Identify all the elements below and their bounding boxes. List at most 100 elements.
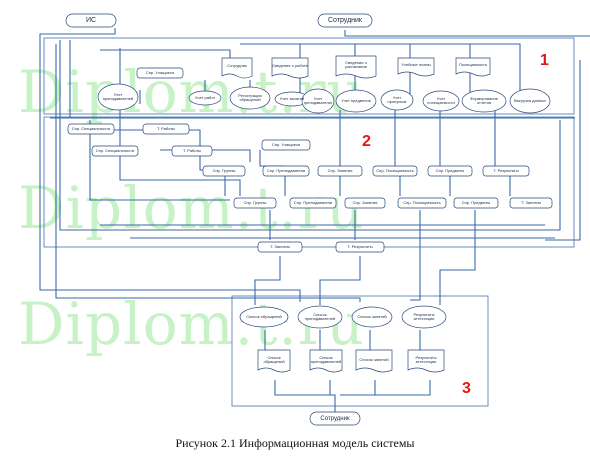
r2-label-6: Т. Занятия bbox=[521, 199, 541, 205]
s3-doc-2: Список преподавателей bbox=[310, 354, 342, 364]
r1-label-2: Спр. Преподаватели bbox=[266, 167, 306, 173]
s1-process-6: Учет пропусков bbox=[387, 94, 407, 104]
cyl-s1-f-label: Спр. Учащиеся bbox=[271, 141, 301, 147]
s1-process-8-shape bbox=[509, 88, 551, 114]
cyl-s1-d bbox=[91, 145, 139, 157]
cyl-r2-5 bbox=[453, 197, 499, 209]
r1-label-4: Спр. Посещаемость bbox=[376, 167, 414, 173]
s3-doc-2-shape bbox=[309, 349, 343, 373]
top-doc-2: Сведения о работе bbox=[272, 62, 308, 68]
s3-doc-3-shape bbox=[355, 349, 393, 373]
s1-process-5-shape bbox=[335, 89, 377, 113]
s3-process-1-shape bbox=[239, 306, 289, 328]
top-doc-5-shape bbox=[455, 57, 491, 77]
cyl-r1-1 bbox=[202, 165, 246, 177]
s1-process-2: Учет преподавателей bbox=[304, 95, 332, 105]
s3-process-3-shape bbox=[351, 306, 393, 328]
r3-label-2: Т. Результаты bbox=[347, 243, 373, 249]
section-3-frame bbox=[231, 295, 489, 407]
top-doc-4: Учебные планы bbox=[401, 61, 431, 67]
cyl-s1-e-label: Т. Работы bbox=[182, 147, 202, 153]
section-number-3: 3 bbox=[462, 380, 471, 397]
s3-process-2: Список преподавателей bbox=[304, 311, 336, 321]
r2-label-5: Спр. Предметы bbox=[461, 199, 491, 205]
r2-label-4: Спр. Посещаемость bbox=[403, 199, 441, 205]
cyl-s1-b-label: Спр. Специальности bbox=[71, 125, 111, 131]
r2-label-2: Спр. Преподаватели bbox=[293, 199, 333, 205]
figure-caption: Рисунок 2.1 Информационная модель систем… bbox=[175, 436, 415, 450]
terminator-is: ИС bbox=[85, 17, 97, 24]
terminator-employee-top-shape bbox=[317, 13, 373, 28]
s1-process-5: Учет предметов bbox=[341, 97, 371, 103]
s1-process-1: Учет преподавателей bbox=[102, 91, 134, 101]
r1-label-6: Т. Результаты bbox=[493, 167, 519, 173]
s1-process-9-shape bbox=[188, 90, 222, 106]
top-doc-2-shape bbox=[271, 57, 309, 79]
r3-label-1: Т. Занятия bbox=[270, 243, 290, 249]
cyl-r2-2 bbox=[289, 197, 337, 209]
s3-doc-3: Список занятий bbox=[359, 356, 389, 362]
r2-label-1: Спр. Группы bbox=[243, 199, 267, 205]
s1-process-7-shape bbox=[461, 89, 507, 113]
cyl-r3-2 bbox=[335, 241, 385, 253]
r1-label-5: Спр. Предметы bbox=[435, 167, 465, 173]
s1-process-7: Формирование отчетов bbox=[470, 95, 498, 105]
cyl-r1-2 bbox=[262, 165, 310, 177]
cyl-s1-a-label: Спр. Учащиеся bbox=[145, 69, 175, 75]
s3-doc-1-shape bbox=[257, 349, 291, 373]
s3-process-2-shape bbox=[297, 305, 343, 329]
cyl-s1-a bbox=[136, 67, 184, 79]
section-1-frame bbox=[43, 37, 575, 115]
cyl-r1-6 bbox=[482, 165, 530, 177]
r2-label-3: Спр. Занятия bbox=[352, 199, 378, 205]
s1-process-3-shape bbox=[229, 86, 271, 110]
cyl-s1-e bbox=[171, 145, 213, 157]
s1-process-9: Учет работ bbox=[194, 95, 216, 101]
s3-doc-4: Результаты аттестации bbox=[415, 354, 437, 364]
cyl-r2-1 bbox=[233, 197, 277, 209]
top-doc-5: Посещаемость bbox=[459, 61, 487, 67]
s1-process-3: Регистрация обращений bbox=[238, 92, 262, 102]
cyl-r1-5 bbox=[427, 165, 473, 177]
s1-process-4: Учет занятий bbox=[279, 96, 305, 102]
s1-process-2-shape bbox=[301, 88, 335, 114]
section-number-2: 2 bbox=[362, 133, 371, 150]
top-doc-1: Сотрудник bbox=[227, 62, 247, 68]
terminator-is-shape bbox=[65, 13, 117, 28]
s3-process-4: Результаты аттестации bbox=[413, 311, 435, 321]
s3-doc-4-shape bbox=[407, 349, 445, 373]
s3-doc-1: Список обращений bbox=[263, 354, 285, 364]
s1-process-5b: Учет посещаемости bbox=[427, 95, 455, 105]
cyl-r1-4 bbox=[372, 165, 418, 177]
top-doc-4-shape bbox=[397, 57, 435, 77]
terminator-employee-top: Сотрудник bbox=[327, 17, 362, 24]
s1-process-8: Выгрузка данных bbox=[513, 97, 547, 103]
cyl-s1-c-label: Т. Работы bbox=[156, 125, 176, 131]
s1-process-1-shape bbox=[97, 83, 139, 111]
s3-process-4-shape bbox=[401, 305, 447, 329]
terminator-employee-bottom: Сотрудник bbox=[320, 415, 350, 422]
section-number-1: 1 bbox=[540, 52, 549, 69]
cyl-s1-c bbox=[142, 123, 190, 135]
cyl-r2-6 bbox=[509, 197, 553, 209]
cyl-s1-d-label: Спр. Специальности bbox=[95, 147, 135, 153]
cyl-s1-f bbox=[261, 139, 311, 151]
cyl-r2-3 bbox=[344, 197, 386, 209]
s3-process-1: Список обращений bbox=[246, 313, 282, 319]
terminator-employee-bottom-shape bbox=[309, 411, 361, 426]
cyl-r1-3 bbox=[317, 165, 363, 177]
section-2-frame bbox=[43, 116, 575, 248]
cyl-r3-1 bbox=[257, 241, 303, 253]
s1-process-5b-shape bbox=[422, 90, 460, 112]
r1-label-1: Спр. Группы bbox=[212, 167, 236, 173]
cyl-r2-4 bbox=[397, 197, 447, 209]
top-doc-3-shape bbox=[335, 55, 377, 79]
r1-label-3: Спр. Занятия bbox=[327, 167, 353, 173]
top-doc-3: Сведения о расписании bbox=[345, 59, 367, 69]
top-doc-1-shape bbox=[221, 57, 253, 79]
s1-process-6-shape bbox=[380, 89, 414, 111]
s3-process-3: Список занятий bbox=[357, 313, 387, 319]
cyl-s1-b bbox=[67, 123, 115, 135]
